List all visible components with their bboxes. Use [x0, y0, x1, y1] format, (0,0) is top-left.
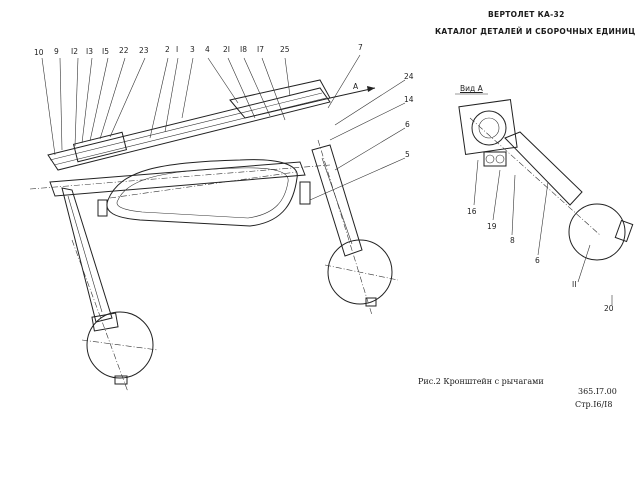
catalog-title: ВЕРТОЛЕТ КА-32 [488, 10, 565, 19]
callout-5: 5 [405, 150, 410, 159]
upper-beam [47, 79, 331, 171]
callout-23: 23 [139, 46, 149, 55]
callout-6: 6 [405, 120, 410, 129]
callout-3: 3 [190, 45, 195, 54]
shaped-profile [106, 159, 298, 227]
page-reference: Стр.I6/I8 [575, 400, 613, 409]
view-a-callout-6: 6 [535, 256, 540, 265]
callout-9: 9 [54, 47, 59, 56]
view-a-detail [455, 93, 634, 305]
view-a-callout-20: 20 [604, 304, 614, 313]
view-a-callout-19: 19 [487, 222, 497, 231]
callout-25: 25 [280, 45, 290, 54]
lower-tube [29, 161, 331, 197]
view-a-title: Вид А [460, 84, 483, 93]
callout-12: I2 [71, 47, 78, 56]
callout-22: 22 [119, 46, 129, 55]
view-a-callout-8: 8 [510, 236, 515, 245]
callout-17: I7 [257, 45, 264, 54]
callout-7: 7 [358, 43, 363, 52]
callout-10: 10 [34, 48, 44, 57]
callout-21: 2I [223, 45, 230, 54]
figure-caption: Рис.2 Кронштейн с рычагами [418, 377, 544, 386]
left-lever [61, 187, 159, 393]
view-a-callout-11: II [572, 280, 577, 289]
callout-13: I3 [86, 47, 93, 56]
view-arrow-label: A [353, 82, 359, 91]
callout-14: 14 [404, 95, 414, 104]
callout-15: I5 [102, 47, 109, 56]
callout-2: 2 [165, 45, 170, 54]
callout-1: I [176, 45, 179, 54]
view-a-callout-16: 16 [467, 207, 477, 216]
leader-lines [41, 54, 406, 201]
callout-18: I8 [240, 45, 247, 54]
right-lever [299, 139, 399, 316]
catalog-subtitle: КАТАЛОГ ДЕТАЛЕЙ И СБОРОЧНЫХ ЕДИНИЦ [435, 27, 636, 36]
callout-4: 4 [205, 45, 210, 54]
document-code: 365.I7.00 [578, 387, 617, 396]
callout-24: 24 [404, 72, 414, 81]
